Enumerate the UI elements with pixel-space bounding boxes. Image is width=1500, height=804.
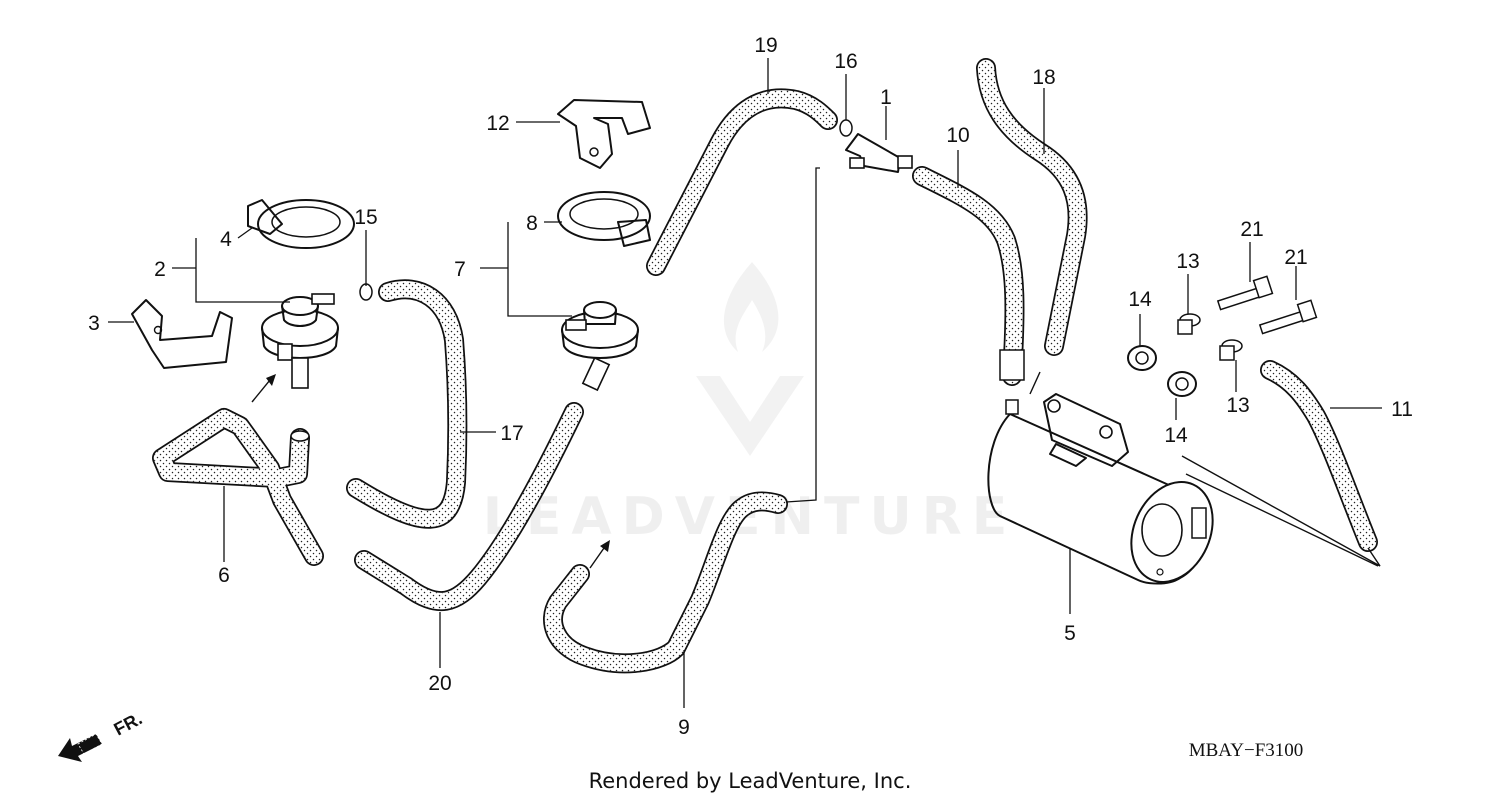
- callout-21-lower: 21: [1284, 246, 1307, 269]
- collar-13-lower: [1219, 339, 1243, 361]
- valve-7: [561, 301, 639, 392]
- bracket-12: [557, 99, 651, 169]
- hose-10: [912, 166, 1025, 386]
- bolt-21-lower: [1258, 299, 1318, 335]
- callout-5: 5: [1064, 622, 1076, 645]
- callout-1: 1: [880, 86, 892, 109]
- hoses: [152, 58, 1378, 674]
- clip-16: [839, 119, 853, 137]
- callout-8: 8: [526, 212, 538, 235]
- callout-7: 7: [454, 258, 466, 281]
- callout-13-lower: 13: [1226, 394, 1249, 417]
- callout-16: 16: [834, 50, 857, 73]
- valve-2: [261, 293, 339, 389]
- callout-21-upper: 21: [1240, 218, 1263, 241]
- render-credit: Rendered by LeadVenture, Inc.: [589, 769, 912, 793]
- grommet-14-lower: [1167, 371, 1197, 397]
- callout-2: 2: [154, 258, 166, 281]
- hose-20: [354, 402, 584, 612]
- front-indicator: FR.: [58, 708, 145, 762]
- bracket-3: [131, 299, 233, 369]
- callout-6: 6: [218, 564, 230, 587]
- diagram-code: MBAY−F3100: [1189, 740, 1304, 761]
- callout-3: 3: [88, 312, 100, 335]
- callout-10: 10: [946, 124, 969, 147]
- hose-19: [646, 88, 838, 276]
- callout-12: 12: [486, 112, 509, 135]
- collar-13-upper: [1177, 313, 1201, 335]
- hose-18: [976, 58, 1088, 356]
- callout-20: 20: [428, 672, 451, 695]
- callout-13-upper: 13: [1176, 250, 1199, 273]
- grommet-14-upper: [1127, 345, 1157, 371]
- callout-labels: 1 2 3 4 5 6 7 8 9 10 11 12 13 13 14 14 1…: [88, 34, 1413, 739]
- joint-1: [845, 133, 913, 173]
- callout-11: 11: [1391, 398, 1413, 421]
- callout-4: 4: [220, 228, 232, 251]
- callout-14-upper: 14: [1128, 288, 1152, 311]
- leader-lines: [108, 58, 1382, 708]
- clamp-4: [247, 199, 355, 249]
- front-label: FR.: [110, 708, 145, 739]
- callout-17: 17: [500, 422, 523, 445]
- callout-19: 19: [754, 34, 777, 57]
- bolt-21-upper: [1216, 275, 1274, 311]
- hose-9: [543, 491, 788, 674]
- callout-15: 15: [354, 206, 377, 229]
- hose-6: [152, 408, 324, 566]
- clip-15: [359, 283, 373, 301]
- canister-5: [987, 393, 1214, 585]
- callout-9: 9: [678, 716, 690, 739]
- callout-14-lower: 14: [1164, 424, 1188, 447]
- hose-17: [346, 279, 468, 529]
- clamp-8: [557, 191, 651, 247]
- callout-18: 18: [1032, 66, 1055, 89]
- hose-11: [1260, 360, 1378, 552]
